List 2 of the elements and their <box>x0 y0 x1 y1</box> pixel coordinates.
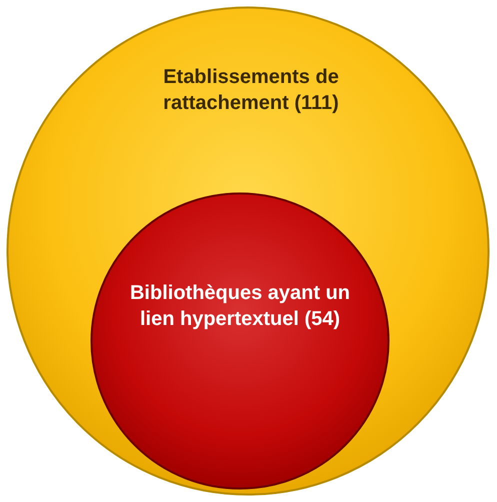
circle-label: Bibliothèques ayant un lien hypertextuel (54) <box>128 281 352 332</box>
circle-label: Etablissements de rattachement (111) <box>162 65 340 116</box>
